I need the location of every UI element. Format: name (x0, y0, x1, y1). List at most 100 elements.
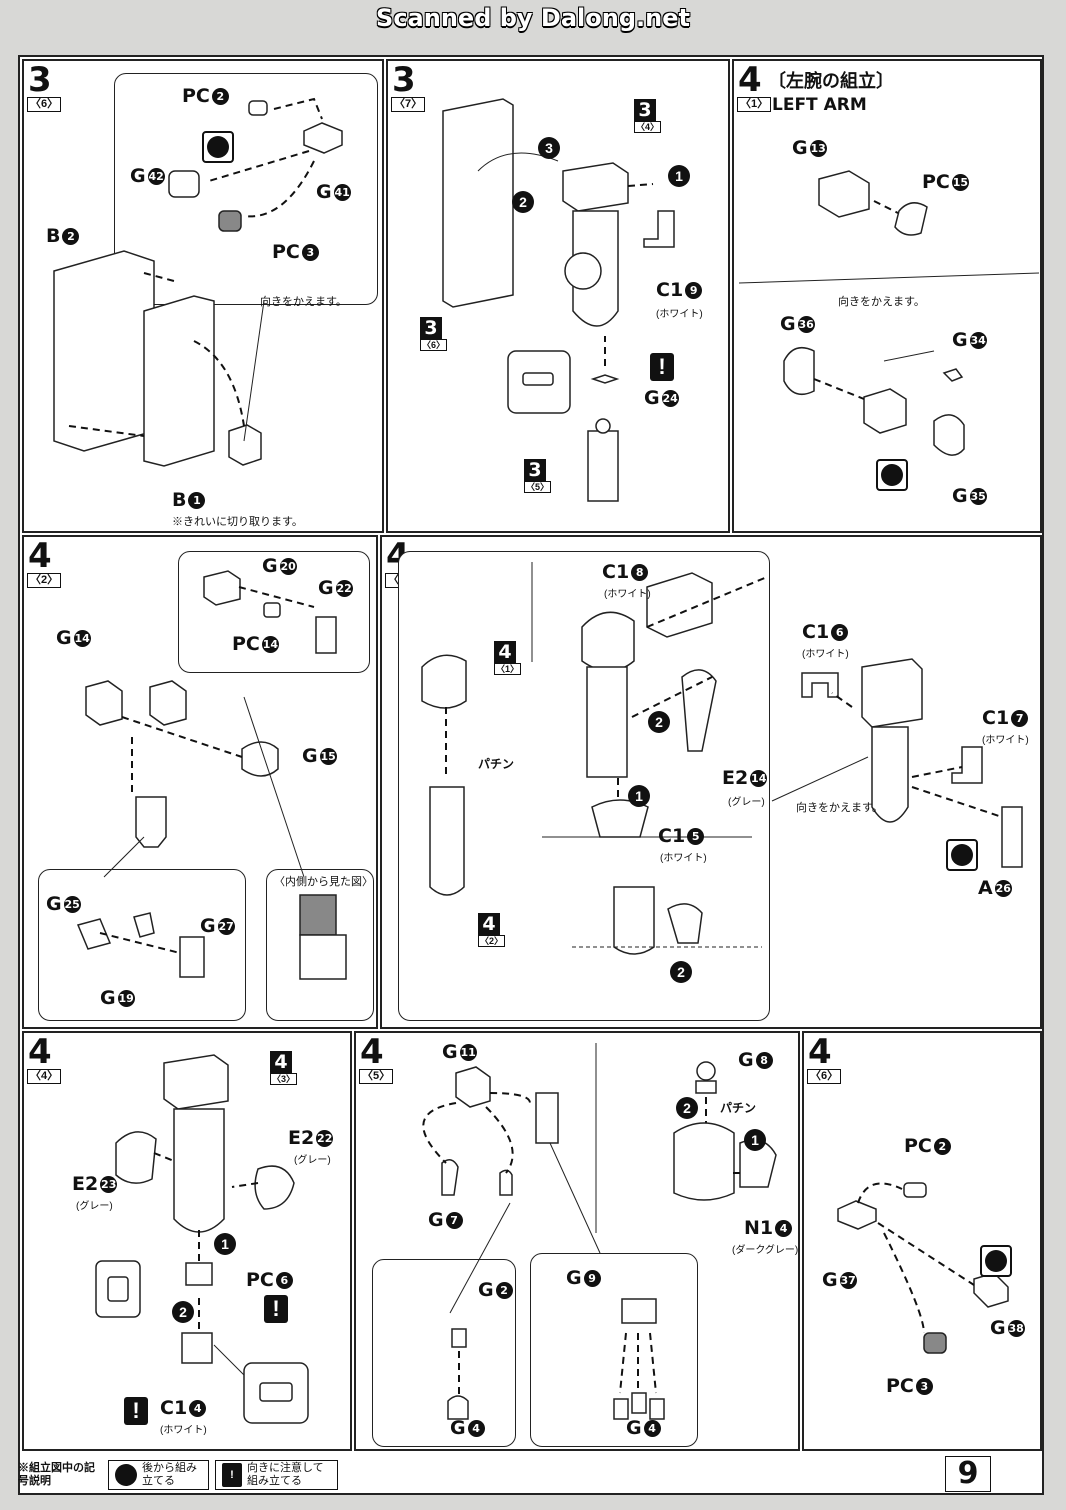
color-note: (ホワイト) (982, 735, 1029, 746)
panel-step-4-3: 4 〈3〉 (380, 535, 1042, 1029)
caution-mark: ! (264, 1295, 288, 1323)
build-later-mark (980, 1245, 1012, 1277)
order-2: 2 (676, 1097, 698, 1119)
step-sub: 〈2〉 (27, 573, 62, 588)
order-2: 2 (172, 1301, 194, 1323)
step-sub: 〈1〉 (737, 97, 772, 112)
note-turn: 向きをかえます。 (260, 296, 347, 308)
note-turn: 向きをかえます。 (796, 802, 883, 814)
color-note: (ホワイト) (160, 1425, 207, 1436)
part-drawing-4-5 (422, 1043, 777, 1420)
ref-step-3-5: 3〈5〉 (524, 459, 552, 493)
order-2: 2 (648, 711, 670, 733)
inside-view-caption: 〈内側から見た図〉 (274, 876, 373, 888)
order-1: 1 (628, 785, 650, 807)
build-later-mark (946, 839, 978, 871)
step-sub: 〈5〉 (359, 1069, 394, 1084)
color-note: (グレー) (76, 1201, 113, 1212)
symbol-legend: ※組立図中の記号説明 後から組み立てる ! 向きに注意して組み立てる (18, 1456, 338, 1494)
note-turn: 向きをかえます。 (838, 296, 925, 308)
note-cut-cleanly: ※きれいに切り取ります。 (172, 516, 303, 528)
legend-title: ※組立図中の記号説明 (18, 1462, 95, 1487)
color-note: (ホワイト) (656, 309, 703, 320)
caution-mark: ! (124, 1397, 148, 1425)
legend-caution: ! 向きに注意して組み立てる (215, 1460, 338, 1490)
scan-watermark: Scanned by Dalong.net (376, 4, 690, 32)
order-1: 1 (214, 1233, 236, 1255)
color-note: (ダークグレー) (732, 1245, 799, 1256)
panel-step-4-5: 4 〈5〉 (354, 1031, 800, 1451)
step-sub: 〈6〉 (27, 97, 62, 112)
order-2-detail: 2 (670, 961, 692, 983)
color-note: (グレー) (294, 1155, 331, 1166)
ref-step-4-3: 4〈3〉 (270, 1051, 298, 1085)
order-3: 3 (538, 137, 560, 159)
ref-step-4-1: 4〈1〉 (494, 641, 522, 675)
section-title-en: LEFT ARM (772, 95, 867, 115)
color-note: (ホワイト) (604, 589, 651, 600)
part-drawing-4-6 (837, 1182, 1009, 1354)
part-drawing-4-1 (738, 170, 1040, 456)
caution-icon: ! (222, 1463, 242, 1487)
step-sub: 〈4〉 (27, 1069, 62, 1084)
snap-sound: パチン (720, 1101, 757, 1115)
step-number: 3 (28, 60, 52, 100)
legend-build-later: 後から組み立てる (108, 1460, 209, 1490)
build-later-mark (876, 459, 908, 491)
part-drawing-4-3 (421, 562, 1023, 955)
snap-sound: パチン (478, 757, 515, 771)
build-later-mark (202, 131, 234, 163)
caution-mark: ! (650, 353, 674, 381)
order-1: 1 (744, 1129, 766, 1151)
inset-detail-bottom (38, 869, 246, 1021)
ref-step-3-6: 3〈6〉 (420, 317, 448, 351)
order-1: 1 (668, 165, 690, 187)
color-note: (ホワイト) (660, 853, 707, 864)
build-later-icon (115, 1464, 137, 1486)
part-drawing-4-2 (76, 570, 347, 980)
step-number: 4 (28, 1032, 52, 1072)
step-sub: 〈6〉 (807, 1069, 842, 1084)
